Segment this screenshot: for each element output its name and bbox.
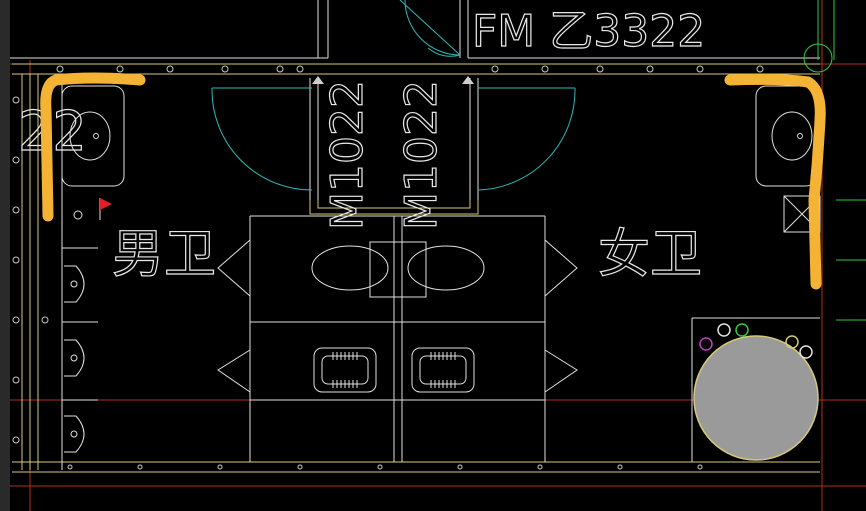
squat-toilets-upper	[311, 241, 485, 298]
room-label-female: 女卫	[598, 225, 702, 285]
entrance-door-swing	[399, 0, 461, 57]
squat-toilet-treads	[332, 352, 456, 388]
highlight-annotation-left[interactable]	[40, 72, 146, 222]
door-tag-top: FM 乙3322	[472, 6, 705, 57]
flag-marker	[99, 198, 112, 220]
grid-label-left: 22	[18, 100, 87, 163]
urinals	[64, 265, 85, 453]
toilet-door-swings	[211, 87, 576, 191]
room-label-male: 男卫	[112, 225, 216, 285]
door-code-left: M1022	[322, 80, 373, 230]
wall-hatch-circles	[12, 65, 764, 470]
upper-walls	[10, 0, 820, 59]
shaft-wall-outline	[309, 200, 479, 215]
door-code-right: M1022	[396, 80, 447, 230]
right-edge-lines	[803, 0, 866, 321]
door-jamb-markers	[312, 76, 474, 84]
left-margin-strip	[0, 0, 10, 511]
pipe-markers	[699, 323, 813, 359]
highlight-annotation-right[interactable]	[724, 73, 826, 290]
interior-walls	[61, 78, 820, 470]
water-tank	[693, 335, 819, 461]
exterior-wall-band	[12, 63, 820, 473]
washbasin-left	[61, 85, 125, 187]
floor-drain-male	[73, 210, 83, 220]
stall-door-arcs	[217, 239, 578, 393]
